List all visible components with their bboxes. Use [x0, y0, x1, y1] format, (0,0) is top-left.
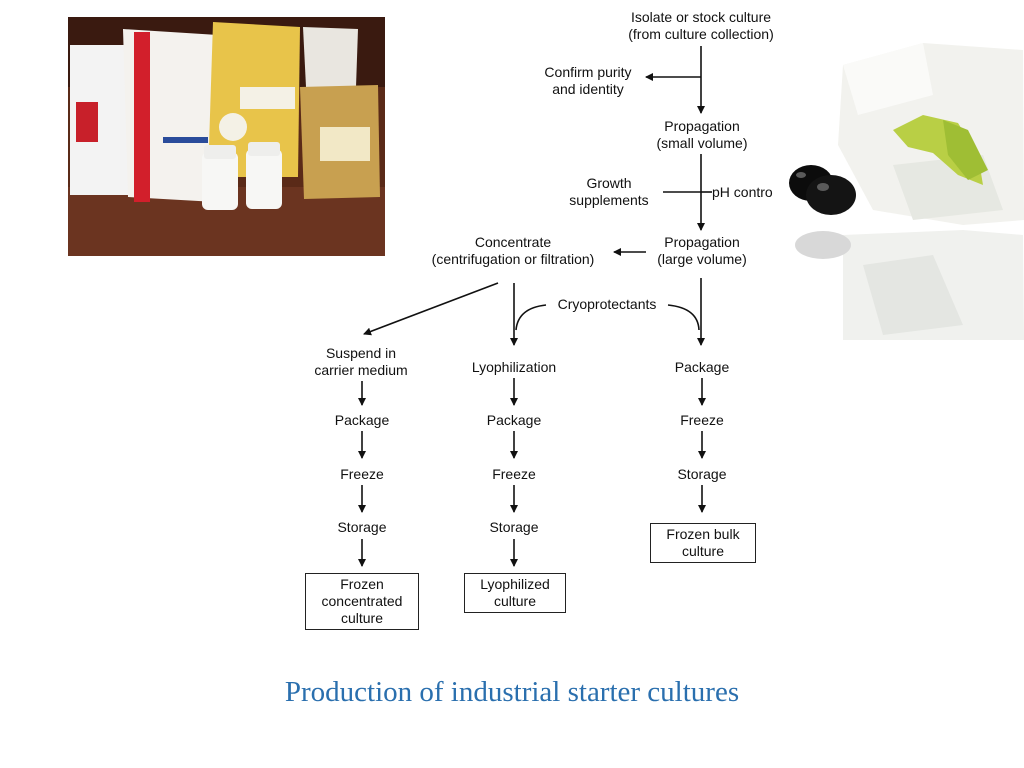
node-lyophilization: Lyophilization	[471, 359, 557, 375]
node-propagation-large: Propagation (large volume)	[657, 234, 747, 267]
cheese-olives-photo	[783, 35, 1024, 340]
slide-caption: Production of industrial starter culture…	[284, 676, 740, 708]
node-freeze-left: Freeze	[340, 466, 384, 482]
node-propagation-small: Propagation (small volume)	[656, 118, 748, 151]
node-storage-mid: Storage	[489, 519, 539, 535]
starter-culture-packets-photo	[68, 17, 385, 256]
node-package-mid: Package	[486, 412, 542, 428]
node-ph-control: pH contro	[712, 184, 773, 200]
node-concentrate: Concentrate (centrifugation or filtratio…	[431, 234, 595, 267]
box-frozen-concentrated-culture: Frozen concentrated culture	[305, 573, 419, 630]
node-confirm-purity: Confirm purity and identity	[544, 64, 632, 97]
node-freeze-right: Freeze	[680, 412, 724, 428]
node-isolate-stock-culture: Isolate or stock culture (from culture c…	[628, 9, 774, 42]
node-storage-left: Storage	[337, 519, 387, 535]
node-freeze-mid: Freeze	[492, 466, 536, 482]
node-cryoprotectants: Cryoprotectants	[557, 296, 657, 312]
node-growth-supplements: Growth supplements	[569, 175, 649, 208]
node-package-right: Package	[674, 359, 730, 375]
box-lyophilized-culture: Lyophilized culture	[464, 573, 566, 613]
node-package-left: Package	[334, 412, 390, 428]
box-frozen-bulk-culture: Frozen bulk culture	[650, 523, 756, 563]
node-storage-right: Storage	[677, 466, 727, 482]
node-suspend-carrier: Suspend in carrier medium	[314, 345, 408, 378]
